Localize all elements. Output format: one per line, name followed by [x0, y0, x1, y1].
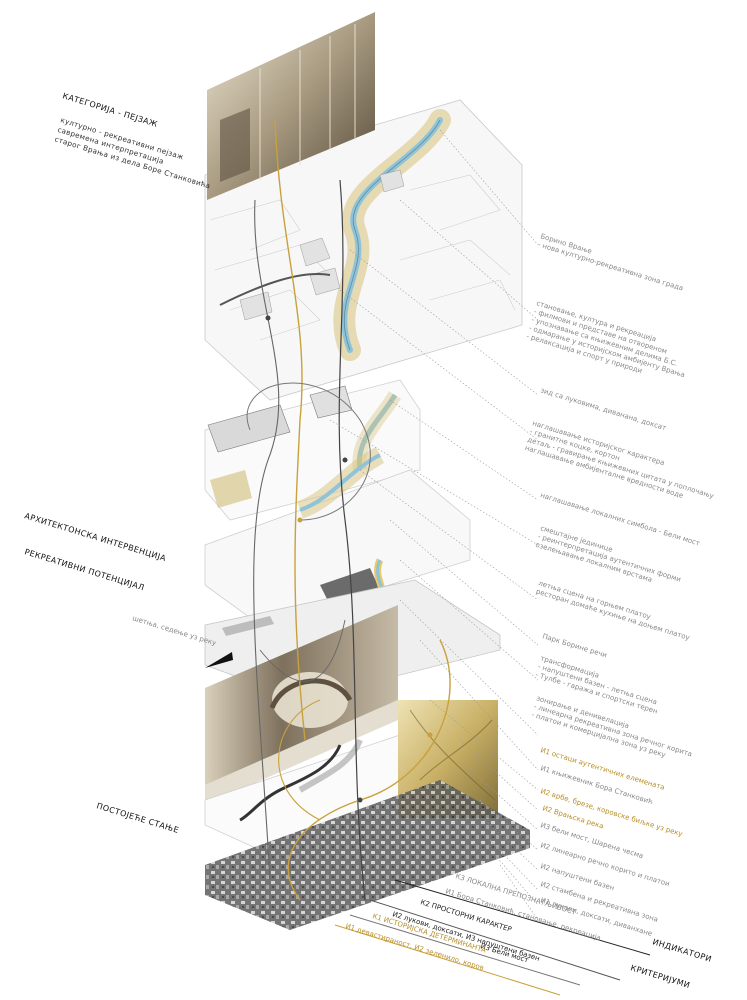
wedge-marker — [205, 652, 233, 668]
criteria-lines — [334, 879, 651, 996]
top-historic-photo — [207, 12, 375, 200]
right-annotations: Борино Врање- нова културно-рекреативна … — [524, 232, 715, 938]
connector-lines — [246, 119, 451, 901]
node-dots — [265, 315, 433, 803]
annotation-line: ресторан домаће кухиње на доњем платоу — [535, 587, 691, 642]
plane-master-plan — [204, 99, 523, 401]
indicators-title: ИНДИКАТОРИ — [651, 937, 712, 964]
criteria-title: КРИТЕРИЈУМИ — [629, 963, 691, 990]
plane-zoning — [204, 446, 471, 626]
annotation-block: Борино Врање- нова културно-рекреативна … — [537, 232, 684, 292]
recreation-heading: РЕКРЕАТИВНИ ПОТЕНЦИЈАЛ — [23, 547, 145, 592]
annotation-block: становање, култура и рекреација- филмови… — [525, 299, 685, 379]
existing-state-heading: ПОСТОЈЕЋЕ СТАЊЕ — [95, 801, 180, 835]
annotation-block: зид са луковима, диванана, доксат — [539, 386, 667, 432]
annotation-line: зид са луковима, диванана, доксат — [539, 386, 667, 432]
annotation-line: Парк Борине речи — [541, 632, 607, 659]
annotation-line: - нова културно-рекреативна зона града — [537, 240, 684, 292]
leader-lines — [329, 129, 539, 921]
annotation-block: Парк Борине речи — [541, 632, 607, 659]
plane-aerial-photo — [205, 780, 530, 930]
plane-historic-photo — [205, 605, 398, 805]
recreation-subtext: шетња, седење уз реку — [131, 614, 217, 647]
annotation-line: - реинтерпретација аутентичних форми — [537, 532, 682, 583]
